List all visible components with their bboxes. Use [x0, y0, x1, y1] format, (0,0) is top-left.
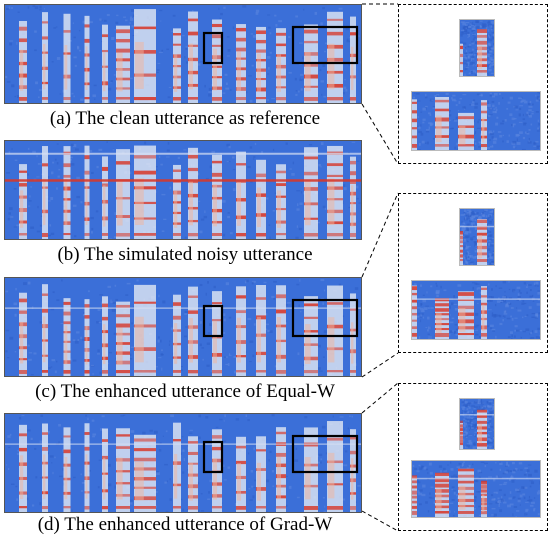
zoom-crop-large-c — [411, 280, 541, 340]
caption-a: (a) The clean utterance as reference — [49, 108, 321, 129]
caption-d: (d) The enhanced utterance of Grad-W — [37, 514, 333, 535]
spectrogram-c — [4, 277, 362, 377]
zoom-crop-large-d — [411, 460, 541, 518]
zoom-crop-large-a — [411, 91, 541, 151]
spectrogram-c-image — [5, 278, 361, 376]
spectrogram-b-image — [5, 141, 361, 239]
zoom-crop-small-a — [459, 19, 495, 77]
caption-c: (c) The enhanced utterance of Equal-W — [35, 381, 335, 402]
spectrogram-b — [4, 140, 362, 240]
zoom-crop-small-d — [459, 398, 495, 450]
spectrogram-a-image — [5, 5, 361, 103]
spectrogram-d-image — [5, 414, 361, 512]
zoom-box-a — [398, 4, 548, 164]
zoom-box-d — [398, 383, 548, 531]
spectrogram-a — [4, 4, 362, 104]
zoom-crop-small-c — [459, 208, 495, 266]
zoom-box-c — [398, 193, 548, 353]
spectrogram-d — [4, 413, 362, 513]
caption-b: (b) The simulated noisy utterance — [57, 244, 313, 265]
